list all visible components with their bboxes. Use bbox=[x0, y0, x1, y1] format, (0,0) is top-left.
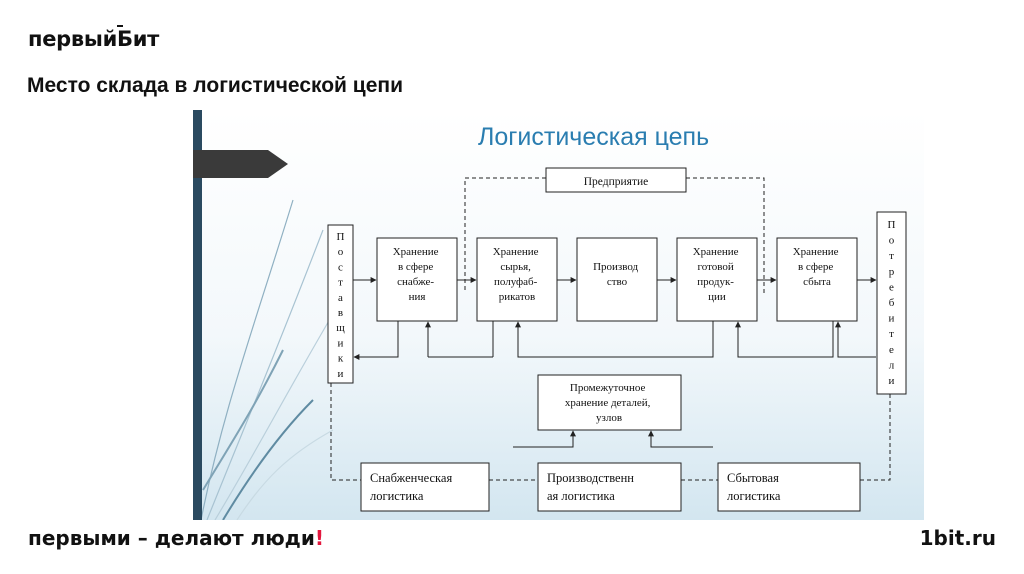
enterprise-label: Предприятие bbox=[584, 176, 649, 188]
supplier-letter: щ bbox=[336, 322, 345, 334]
svg-text:Сбытовая логистика: Сбытовая логистика bbox=[727, 471, 782, 503]
diagram-heading: Логистическая цепь bbox=[478, 123, 709, 151]
consumer-letter: и bbox=[889, 375, 895, 387]
svg-text:Производственн ая логи: Производственн ая логистика bbox=[547, 471, 637, 503]
consumer-letter: л bbox=[889, 359, 895, 371]
enterprise-box bbox=[545, 167, 687, 193]
supplier-letter: в bbox=[338, 307, 343, 319]
footer-slogan-mark: ! bbox=[314, 526, 324, 550]
storage-raw-materials-box: Хранение сырья, полуфаб- рикатов bbox=[476, 237, 558, 322]
footer-slogan: первыми – делают люди! bbox=[28, 526, 324, 550]
supplier-letter: и bbox=[338, 337, 344, 349]
consumer-letter: е bbox=[889, 281, 894, 293]
sign-board bbox=[193, 150, 288, 178]
feedback-arrows bbox=[353, 321, 876, 360]
storage-sales-box: Хранение в сфере сбыта bbox=[776, 237, 858, 322]
consumer-box bbox=[876, 211, 907, 395]
storage-finished-goods-box: Хранение готовой продук- ции bbox=[676, 237, 758, 322]
storage-supply-box: Хранение в сфере снабже- ния bbox=[376, 237, 458, 322]
supplier-letter: П bbox=[337, 231, 345, 243]
footer-slogan-text: первыми – делают люди bbox=[28, 526, 315, 550]
consumer-letter: о bbox=[889, 235, 895, 247]
enterprise-boundary bbox=[464, 177, 765, 293]
footer-url: 1bit.ru bbox=[919, 526, 996, 550]
supplier-letter: и bbox=[338, 368, 344, 380]
logo-text-2: Бит bbox=[116, 25, 159, 51]
supplier-box bbox=[327, 224, 354, 384]
svg-text:Хранение в сфере: Хранение в сфере снабже- ния bbox=[393, 246, 442, 303]
svg-text:Производ ство: Производ ство bbox=[593, 261, 641, 288]
supplier-letter: к bbox=[338, 353, 344, 365]
consumer-letter: р bbox=[889, 266, 895, 278]
svg-text:Снабженческая логистик: Снабженческая логистика bbox=[370, 471, 455, 503]
supplier-letter: а bbox=[338, 292, 343, 304]
svg-text:Хранение сырья,: Хранение сырья, полуфаб- рикатов bbox=[493, 246, 542, 303]
intermediate-arrows bbox=[513, 430, 713, 448]
svg-text:Хранение в сфере: Хранение в сфере сбыта bbox=[793, 246, 842, 288]
logistics-boundary bbox=[330, 383, 891, 481]
consumer-letter: П bbox=[888, 219, 896, 231]
supplier-letter: с bbox=[338, 261, 343, 273]
sign-post bbox=[193, 110, 202, 520]
consumer-letter: и bbox=[889, 313, 895, 325]
intermediate-storage-box: Промежуточное хранение деталей, узлов bbox=[537, 374, 682, 431]
svg-text:Хранение готовой: Хранение готовой продук- ции bbox=[693, 246, 742, 303]
decorative-swooshes bbox=[200, 199, 354, 520]
logo-text: первый bbox=[28, 27, 117, 51]
svg-text:Промежуточное хранение: Промежуточное хранение деталей, узлов bbox=[565, 382, 653, 424]
consumer-letter: т bbox=[889, 250, 894, 262]
consumer-letter: б bbox=[889, 297, 895, 309]
production-logistics-box: Производственн ая логистика bbox=[537, 462, 682, 512]
consumer-letter: т bbox=[889, 328, 894, 340]
supplier-letter: о bbox=[338, 246, 344, 258]
page-title: Место склада в логистической цепи bbox=[27, 74, 403, 97]
supply-logistics-box: Снабженческая логистика bbox=[360, 462, 490, 512]
consumer-letter: е bbox=[889, 344, 894, 356]
production-box: Производ ство bbox=[576, 237, 658, 322]
supplier-letter: т bbox=[338, 277, 343, 289]
sales-logistics-box: Сбытовая логистика bbox=[717, 462, 861, 512]
